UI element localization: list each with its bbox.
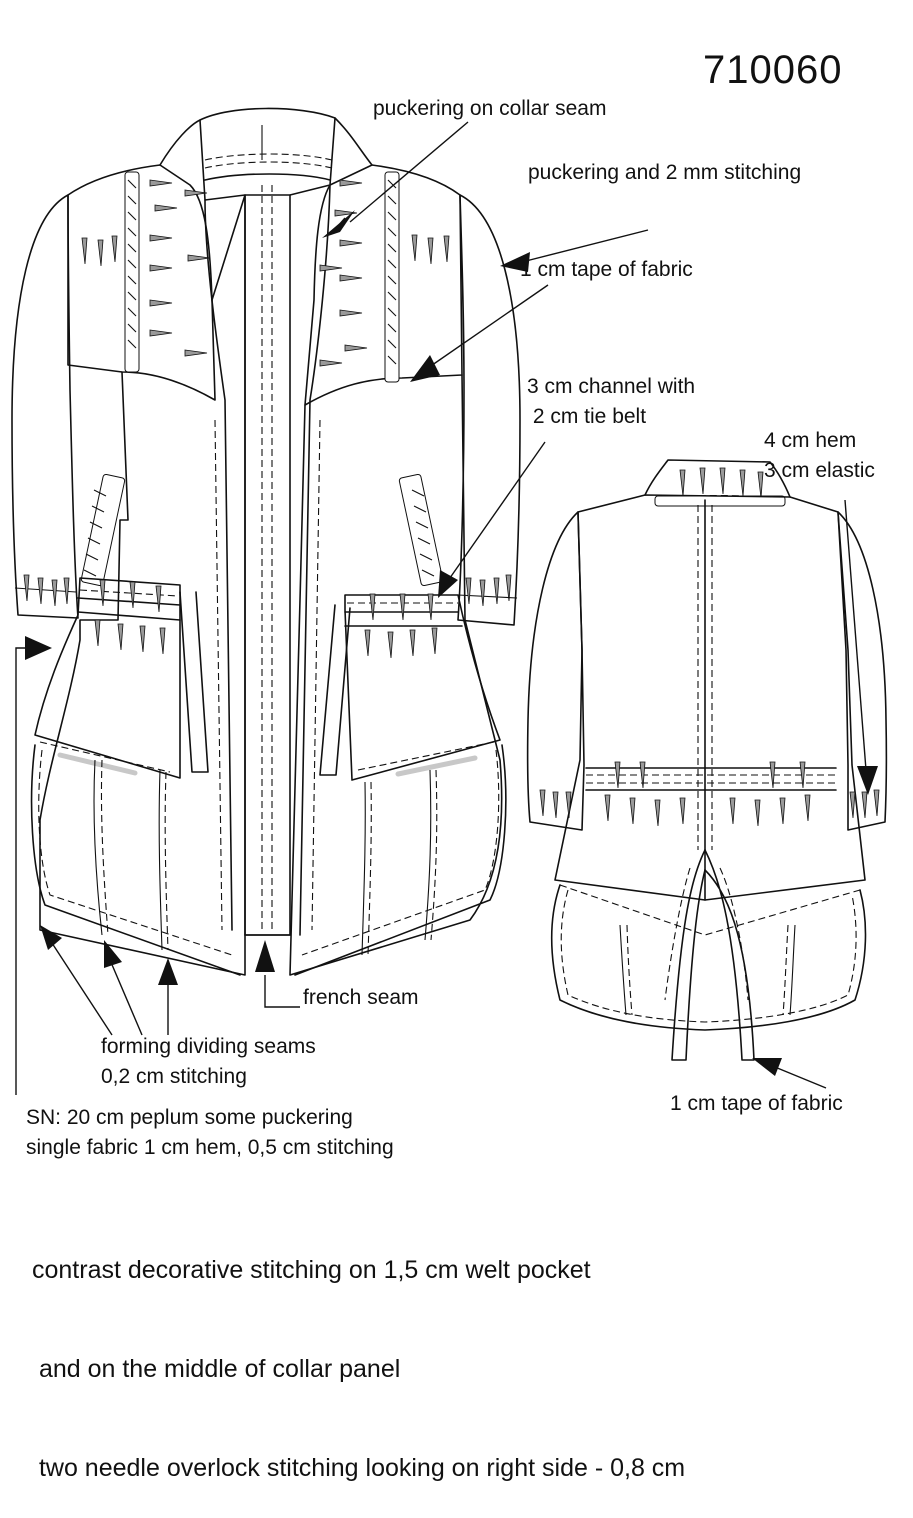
label-channel-line1: 3 cm channel with (527, 375, 696, 398)
collar-chain-stitch-left (124, 171, 140, 373)
front-left-sleeve (11, 194, 79, 619)
center-front-placket (244, 194, 291, 936)
front-tie-belt-left (179, 591, 209, 773)
yoke-puckering-left (81, 179, 211, 357)
collar-chain-stitch-right (384, 171, 400, 383)
note-line: contrast decorative stitching on 1,5 cm … (32, 1256, 591, 1284)
construction-notes: contrast decorative stitching on 1,5 cm … (32, 1188, 685, 1518)
front-peplum-right (344, 594, 501, 781)
technical-flat-sketch (11, 107, 888, 1095)
label-french-seam: french seam (303, 986, 419, 1009)
note-line: two needle overlock stitching looking on… (32, 1454, 686, 1482)
back-left-sleeve (526, 511, 585, 831)
label-shoulder-stitching: puckering and 2 mm stitching (528, 161, 802, 184)
label-tape-back: 1 cm tape of fabric (670, 1092, 843, 1115)
front-left-panel (39, 194, 246, 976)
label-tape-front: 1 cm tape of fabric (520, 258, 693, 281)
label-dividing-line1: forming dividing seams (101, 1035, 316, 1058)
label-peplum-line2: single fabric 1 cm hem, 0,5 cm stitching (26, 1136, 394, 1159)
back-lower-body (550, 884, 867, 1031)
back-view (526, 459, 888, 1061)
front-right-panel (289, 374, 503, 976)
front-peplum-left (34, 577, 181, 779)
label-channel-line2: 2 cm tie belt (527, 405, 647, 428)
label-collar-seam: puckering on collar seam (373, 97, 607, 120)
label-peplum-line1: SN: 20 cm peplum some puckering (26, 1106, 353, 1129)
front-lower-body-right (294, 744, 507, 976)
label-hem-line2: 3 cm elastic (764, 459, 875, 482)
front-lower-body-left (30, 744, 241, 976)
front-tie-belt-right (319, 604, 351, 776)
welt-pocket-left (80, 473, 126, 587)
callout-leaders (15, 121, 878, 1095)
back-body (554, 494, 866, 901)
back-collar (644, 459, 791, 498)
front-right-sleeve (457, 194, 521, 626)
front-right-yoke (304, 164, 463, 406)
back-right-sleeve (837, 511, 888, 831)
label-hem-line1: 4 cm hem (764, 429, 857, 452)
note-line: and on the middle of collar panel (32, 1355, 401, 1383)
front-left-yoke (67, 164, 216, 401)
label-dividing-line2: 0,2 cm stitching (101, 1065, 247, 1088)
welt-pocket-right (398, 473, 444, 587)
front-collar (159, 107, 373, 166)
front-view (11, 107, 521, 976)
style-number: 710060 (703, 48, 843, 92)
